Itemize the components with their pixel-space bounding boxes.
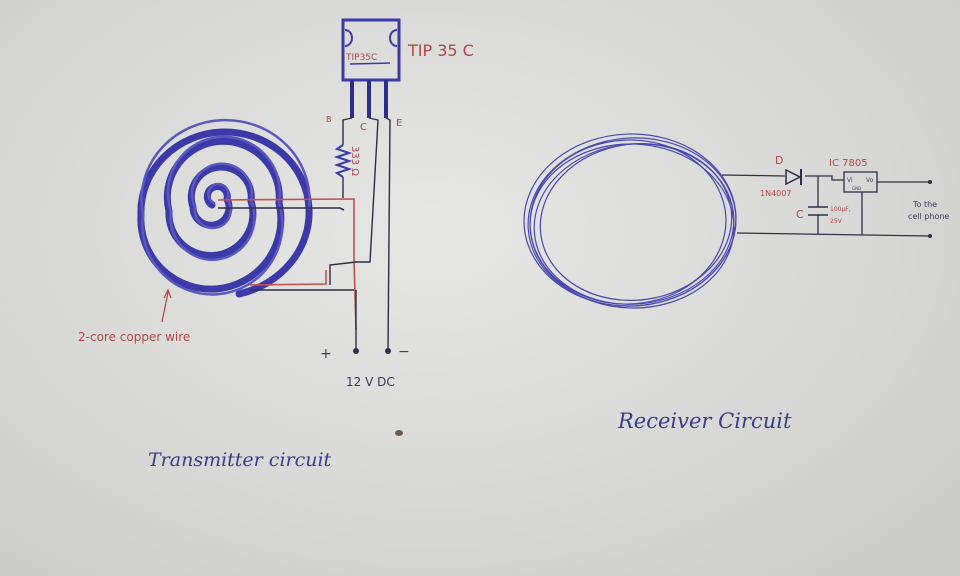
pin-label-emitter: E [396,118,402,129]
capacitor-value: 100µF, [830,206,851,213]
transmitter-title: Transmitter circuit [148,449,332,471]
terminal-positive [353,348,359,354]
transistor-side-label: TIP 35 C [407,41,474,60]
transistor-tip35c: TIP35C [341,18,401,118]
output-label-line2: cell phone [908,212,949,221]
spiral-coil [137,118,313,298]
coil-label: 2-core copper wire [78,330,190,344]
output-terminal-negative [928,234,932,238]
receiver-wiring [721,174,931,237]
capacitor-voltage: 25V [830,218,843,225]
receiver-title: Receiver Circuit [617,409,792,433]
resistor-333-ohm [333,117,353,198]
terminal-negative [385,348,391,354]
output-label-line1: To the [912,200,937,209]
diode-letter: D [775,154,783,167]
pin-label-collector: C [360,122,367,133]
receiver-coil [523,133,737,309]
capacitor [808,206,828,216]
regulator-ic-7805: Vi Vo GND [843,171,878,193]
pin-label-base: B [326,115,332,124]
supply-voltage-label: 12 V DC [346,375,395,389]
diode-part-label: 1N4007 [760,189,791,198]
regulator-vout: Vo [866,177,874,184]
transistor-body-label: TIP35C [345,53,377,63]
transmitter-circuit: TIP35C TIP 35 C B C E 333 Ω + − 12 V DC [78,18,474,471]
coil-pointer-arrow [161,288,172,323]
coil-leads [217,198,357,331]
receiver-circuit: D 1N4007 C 100µF, 25V Vi Vo GND IC 7805 … [523,133,949,433]
supply-minus-label: − [398,344,410,360]
regulator-vin: Vi [847,177,853,184]
supply-plus-label: + [320,346,332,362]
diode-1n4007 [785,168,802,186]
ink-smudge [395,430,403,436]
output-terminal-positive [928,180,932,184]
capacitor-letter: C [796,208,804,221]
resistor-label: 333 Ω [349,146,360,176]
regulator-label: IC 7805 [829,158,868,169]
regulator-gnd: GND [852,186,861,191]
transistor-wires [329,117,391,351]
